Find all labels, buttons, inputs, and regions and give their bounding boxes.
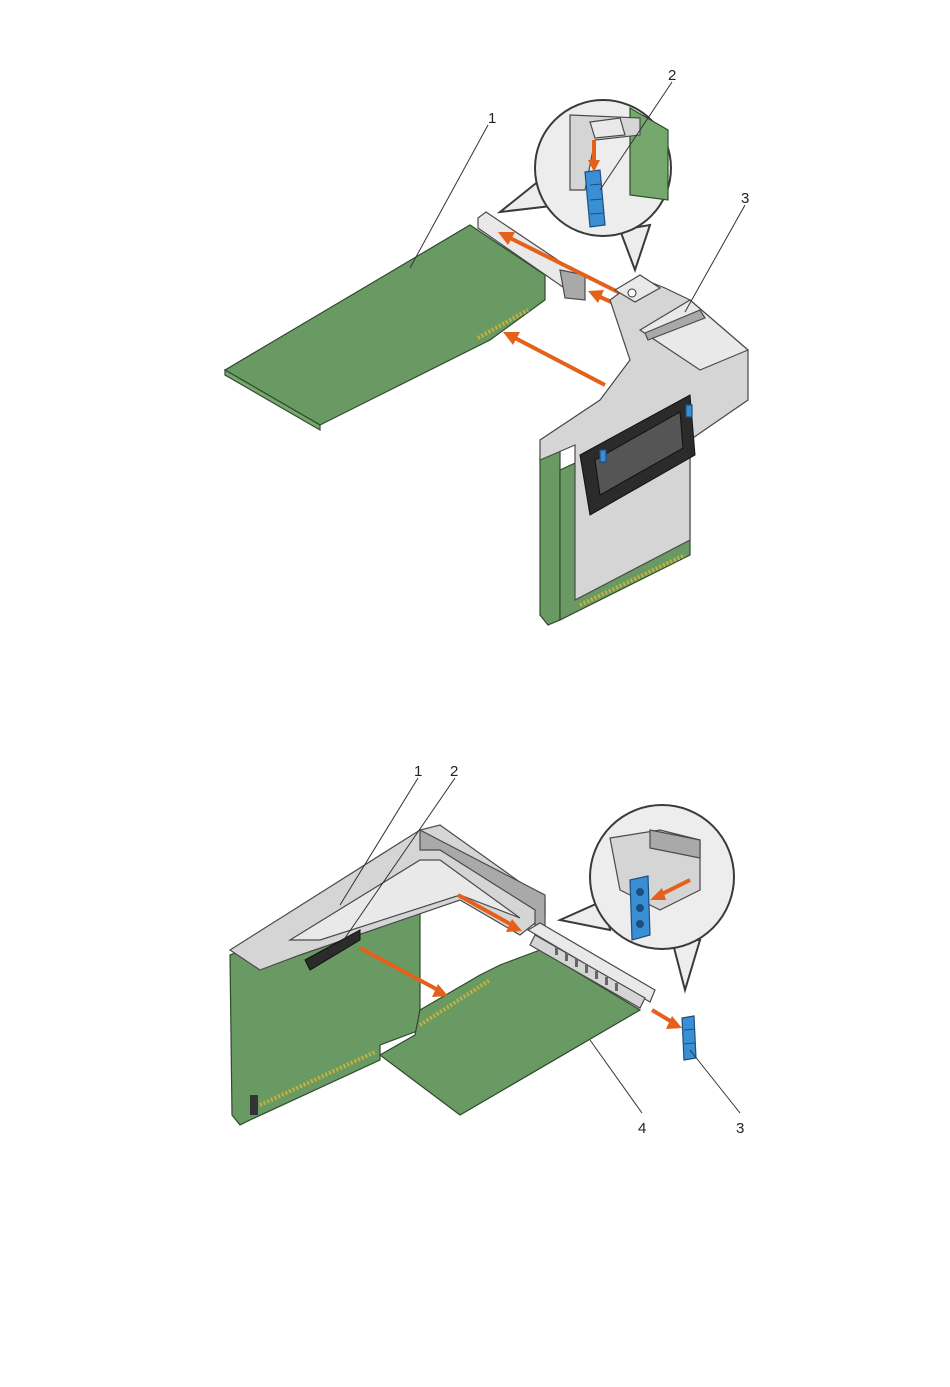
figure-1-install-card: 1 2 3	[0, 0, 950, 680]
callout-label-2: 2	[668, 67, 676, 84]
callout-3: 3	[690, 1050, 744, 1137]
callout-label-3: 3	[741, 190, 749, 207]
callout-label-1: 1	[488, 110, 496, 127]
figure-2-install-card: 1 2 3 4	[0, 740, 950, 1160]
callout-3: 3	[685, 190, 749, 312]
callout-label-1: 1	[414, 763, 422, 780]
figure-2-illustration: 1 2 3 4	[0, 740, 950, 1160]
expansion-card	[225, 212, 585, 430]
riser-cage	[540, 275, 748, 625]
retention-clip	[682, 1016, 696, 1060]
callout-label-4: 4	[638, 1120, 646, 1137]
callout-4: 4	[590, 1040, 646, 1137]
figure-1-illustration: 1 2 3	[0, 0, 950, 680]
callout-label-3: 3	[736, 1120, 744, 1137]
expansion-card	[380, 923, 655, 1115]
callout-label-2: 2	[450, 763, 458, 780]
